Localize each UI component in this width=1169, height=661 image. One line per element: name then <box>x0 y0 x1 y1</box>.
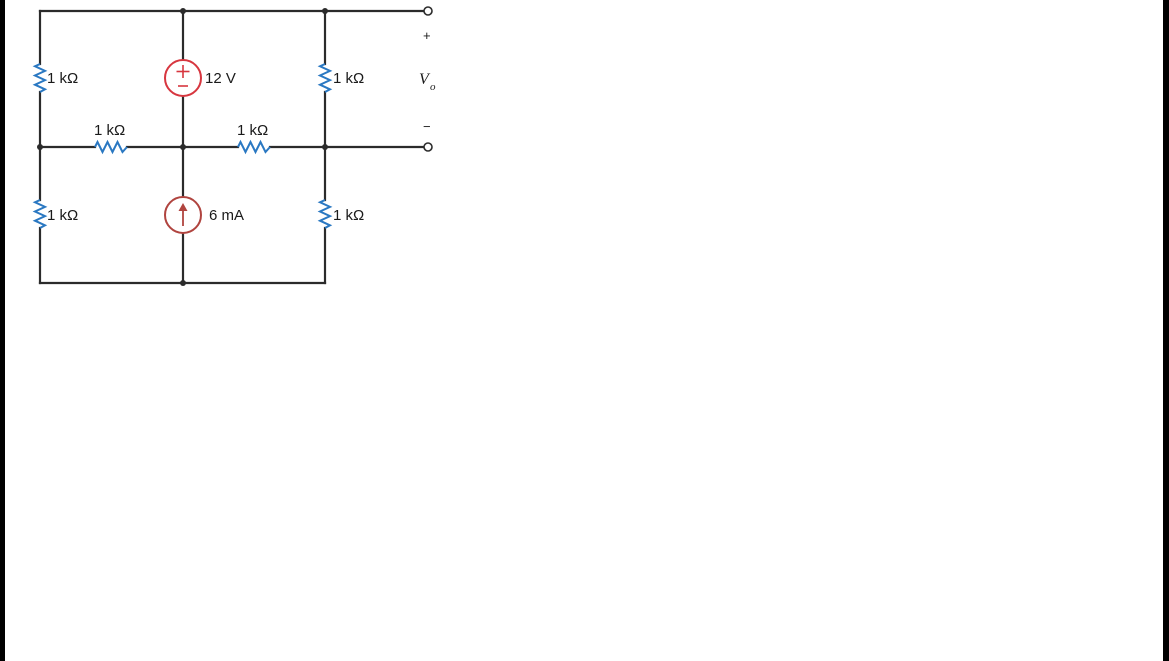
label-r-top-right: 1 kΩ <box>333 70 364 87</box>
arrow-up-icon <box>178 203 188 211</box>
node-mid-center <box>180 144 186 150</box>
resistor-icon <box>32 63 333 229</box>
label-r-mid-right: 1 kΩ <box>237 122 268 139</box>
output-terminal-plus <box>423 6 433 16</box>
voltage-source-icon <box>164 59 202 97</box>
resistor-mid-right-icon <box>237 139 271 155</box>
labels: 1 kΩ 12 V 1 kΩ 1 kΩ 1 kΩ 1 kΩ 6 mA 1 kΩ … <box>47 28 436 224</box>
node-mid-right <box>322 144 328 150</box>
output-terminal-minus <box>423 142 433 152</box>
label-r-top-left: 1 kΩ <box>47 70 78 87</box>
label-output-plus: + <box>423 28 431 43</box>
node-top-mid <box>180 8 186 14</box>
junction-nodes <box>37 8 328 286</box>
node-mid-left <box>37 144 43 150</box>
label-output-sub: o <box>430 81 436 93</box>
label-output-var: V <box>419 71 431 88</box>
label-voltage-source: 12 V <box>205 70 236 87</box>
wires <box>38 9 429 285</box>
label-r-bot-left: 1 kΩ <box>47 207 78 224</box>
label-r-bot-right: 1 kΩ <box>333 207 364 224</box>
current-source-icon <box>164 196 202 234</box>
resistor-bot-right-icon <box>317 199 333 229</box>
resistor-mid-left-icon <box>94 139 128 155</box>
label-r-mid-left: 1 kΩ <box>94 122 125 139</box>
node-top-right <box>322 8 328 14</box>
node-bottom-mid <box>180 280 186 286</box>
label-current-source: 6 mA <box>209 207 244 224</box>
label-output-minus: − <box>423 119 431 134</box>
resistor-top-left-icon <box>32 63 48 93</box>
canvas-panel <box>5 0 1163 661</box>
resistor-bot-left-icon <box>32 199 48 229</box>
resistor-top-right-icon <box>317 63 333 93</box>
